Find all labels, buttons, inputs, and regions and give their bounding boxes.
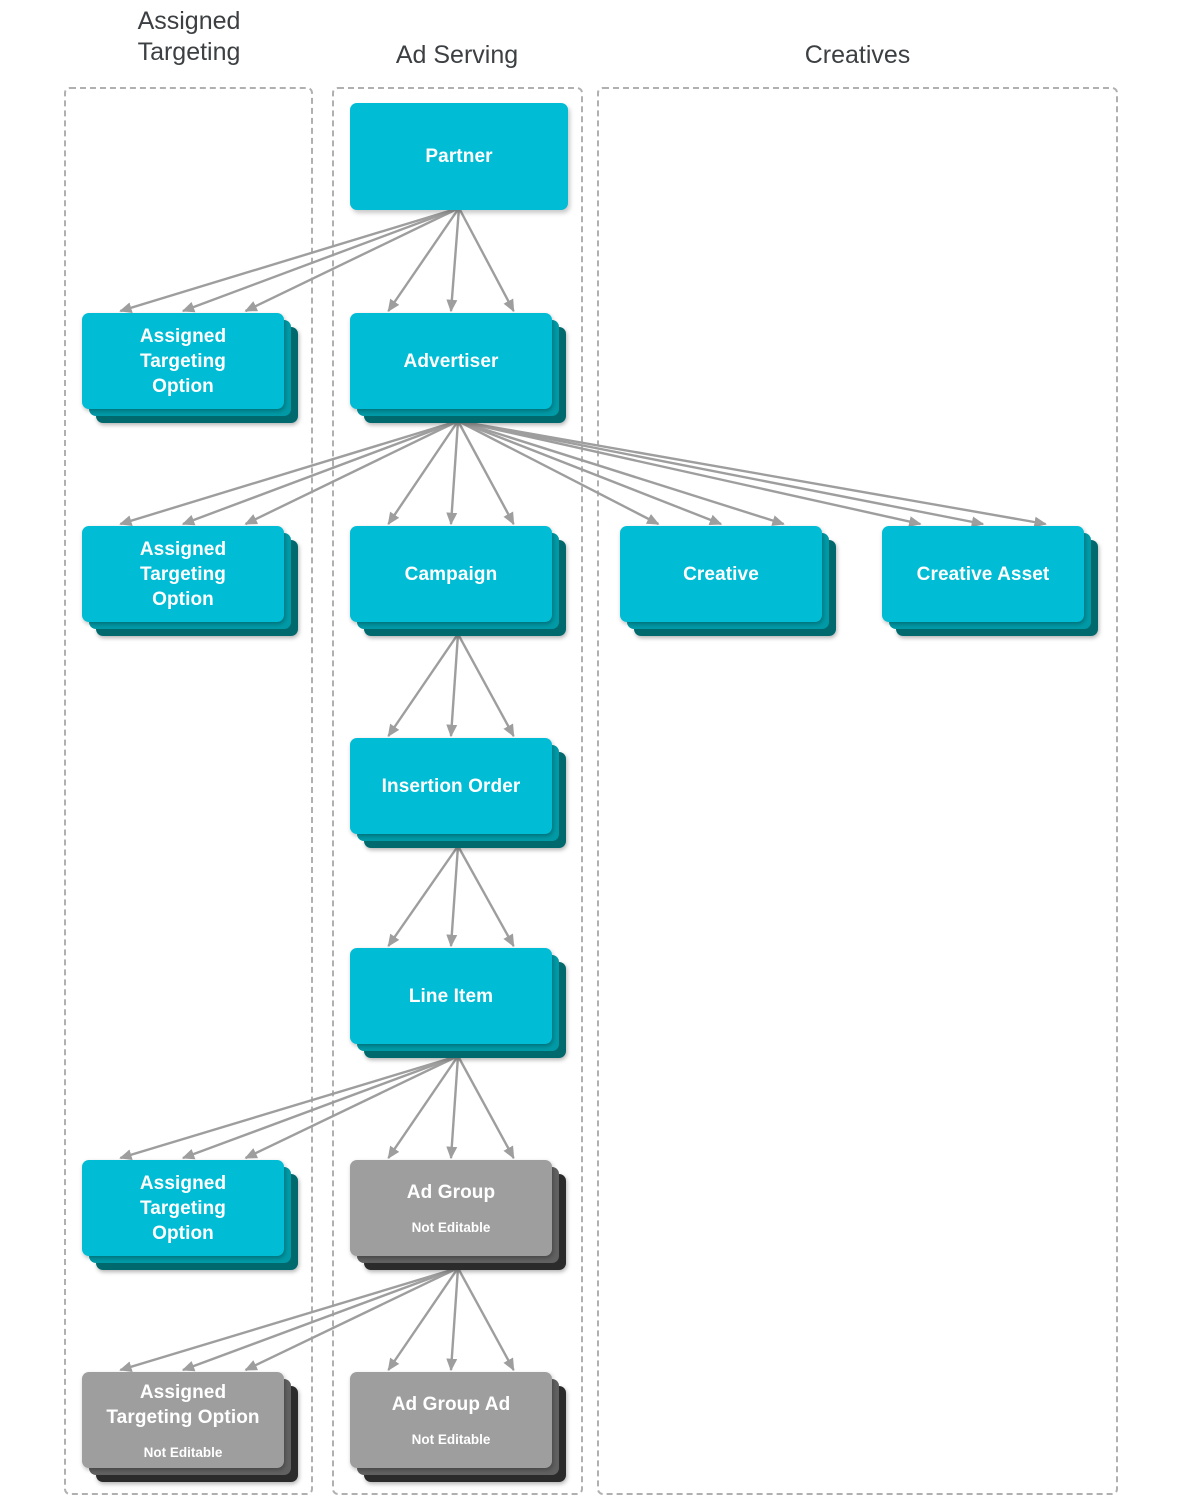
node-title-line: Targeting — [139, 1197, 227, 1219]
node-title-line: Assigned — [139, 538, 227, 560]
node-title: Partner — [425, 144, 492, 169]
node-title-line: Assigned — [139, 1172, 227, 1194]
column-header-ad-serving: Ad Serving — [332, 40, 582, 71]
node-title: Creative — [683, 562, 759, 587]
column-header-line: Ad Serving — [395, 41, 519, 69]
node-card-line-item[interactable]: Line Item — [350, 948, 552, 1044]
column-header-line: Assigned — [137, 7, 241, 35]
node-title: Insertion Order — [382, 774, 521, 799]
node-title-line: Assigned — [139, 1381, 227, 1403]
column-header-creatives: Creatives — [597, 40, 1118, 71]
node-title: Line Item — [409, 984, 493, 1009]
node-card-campaign[interactable]: Campaign — [350, 526, 552, 622]
column-container-creatives — [597, 87, 1118, 1495]
node-subtitle: Not Editable — [411, 1432, 491, 1447]
node-card-advertiser[interactable]: Advertiser — [350, 313, 552, 409]
node-creative-asset[interactable]: Creative Asset — [882, 526, 1098, 636]
column-container-assigned-targeting — [64, 87, 313, 1495]
node-title-line: Creative Asset — [916, 563, 1050, 585]
column-container-ad-serving — [332, 87, 583, 1495]
node-title: Campaign — [405, 562, 498, 587]
column-header-line: Creatives — [804, 41, 911, 69]
node-title-line: Option — [152, 375, 214, 397]
node-title: Ad Group Ad — [392, 1392, 511, 1417]
node-title-line: Insertion Order — [381, 775, 521, 797]
node-creative[interactable]: Creative — [620, 526, 836, 636]
node-title-line: Campaign — [404, 563, 498, 585]
node-card-partner[interactable]: Partner — [350, 103, 568, 210]
node-title: Advertiser — [404, 349, 499, 374]
node-title-line: Targeting — [139, 563, 227, 585]
node-card-insertion-order[interactable]: Insertion Order — [350, 738, 552, 834]
node-title-line: Line Item — [408, 985, 494, 1007]
node-title-line: Partner — [425, 146, 493, 167]
node-title: Ad Group — [407, 1180, 495, 1205]
node-subtitle: Not Editable — [143, 1444, 223, 1460]
node-title-line: Targeting Option — [106, 1406, 260, 1428]
node-title-line: Advertiser — [403, 350, 499, 372]
node-card-ad-group-ad[interactable]: Ad Group Ad Not Editable — [350, 1372, 552, 1468]
node-card-creative[interactable]: Creative — [620, 526, 822, 622]
node-title: Creative Asset — [917, 562, 1050, 587]
node-title-line: Ad Group — [406, 1182, 496, 1203]
node-subtitle: Not Editable — [411, 1220, 491, 1235]
node-title-line: Option — [152, 1222, 214, 1244]
node-insertion-order[interactable]: Insertion Order — [350, 738, 566, 848]
node-title-line: Assigned — [139, 325, 227, 347]
node-campaign[interactable]: Campaign — [350, 526, 566, 636]
column-header-line: Targeting — [137, 38, 241, 66]
node-title-line: Creative — [683, 563, 759, 585]
node-title-line: Option — [152, 588, 214, 610]
node-title-line: Ad Group Ad — [391, 1394, 511, 1415]
node-ad-group-ad[interactable]: Ad Group Ad Not Editable — [350, 1372, 566, 1482]
node-card-creative-asset[interactable]: Creative Asset — [882, 526, 1084, 622]
node-line-item[interactable]: Line Item — [350, 948, 566, 1058]
node-advertiser[interactable]: Advertiser — [350, 313, 566, 423]
node-title-line: Targeting — [139, 350, 227, 372]
node-partner[interactable]: Partner — [350, 103, 568, 210]
